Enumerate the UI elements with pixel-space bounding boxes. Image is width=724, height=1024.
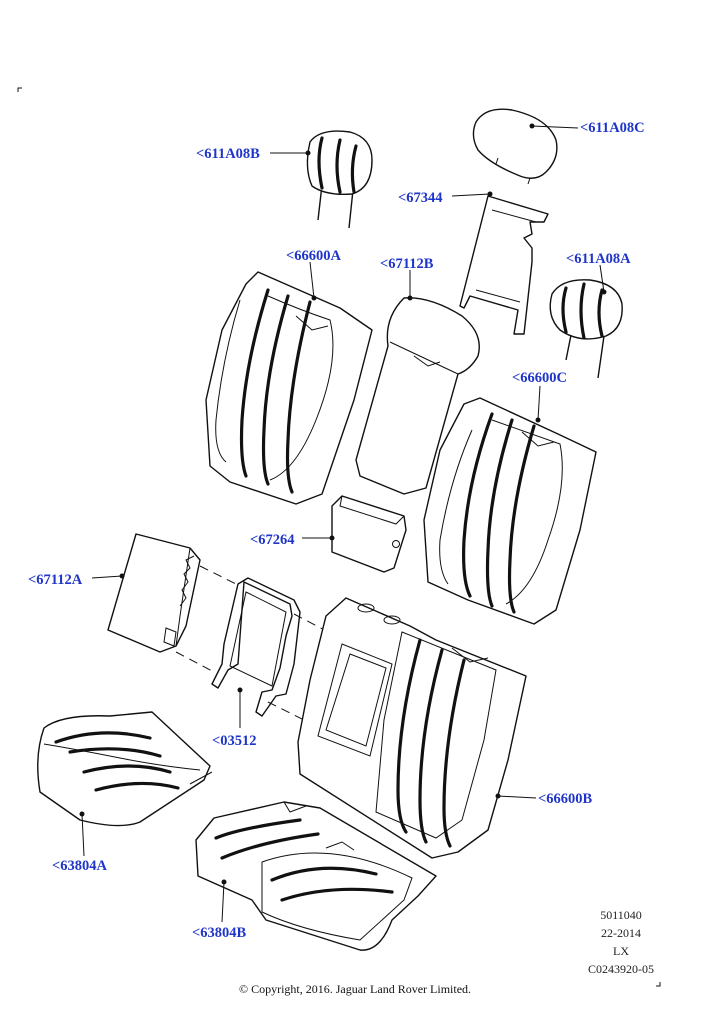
callout-67112B[interactable]: <67112B [380, 256, 434, 272]
seat-back-66600B[interactable] [297, 597, 527, 859]
frame-03512[interactable] [211, 577, 301, 717]
seat-back-66600C[interactable] [423, 397, 597, 625]
assembly-line-1 [199, 565, 241, 587]
cushion-63804A[interactable] [37, 711, 213, 827]
back-panel-67112B[interactable] [355, 297, 480, 495]
assembly-line-4 [267, 701, 305, 721]
callout-63804A[interactable]: <63804A [52, 858, 107, 874]
diagram-illustration-id: C0243920-05 [588, 962, 654, 976]
block-67264[interactable] [331, 495, 407, 573]
assembly-line-3 [293, 613, 337, 637]
callout-67344[interactable]: <67344 [398, 190, 443, 206]
callout-611A08B[interactable]: <611A08B [196, 146, 260, 162]
callout-66600A[interactable]: <66600A [286, 248, 341, 264]
leader-lines [79, 123, 607, 923]
headrest-611A08A[interactable] [549, 279, 623, 379]
crop-mark-bottom-right [656, 982, 661, 987]
diagram-model-code: LX [613, 944, 629, 958]
panel-67344[interactable] [459, 195, 549, 335]
copyright-notice: © Copyright, 2016. Jaguar Land Rover Lim… [238, 982, 472, 996]
module-67112A[interactable] [107, 533, 201, 653]
diagram-metadata: 5011040 22-2014 LX C0243920-05 [588, 906, 654, 978]
callout-66600C[interactable]: <66600C [512, 370, 567, 386]
callout-63804B[interactable]: <63804B [192, 925, 247, 941]
cushion-63804B[interactable] [195, 801, 437, 951]
headrest-611A08B[interactable] [306, 130, 373, 229]
diagram-date-code: 22-2014 [601, 926, 641, 940]
callout-611A08C[interactable]: <611A08C [580, 120, 645, 136]
crop-mark-top-left [17, 87, 22, 92]
callout-67264[interactable]: <67264 [250, 532, 295, 548]
seat-back-66600A[interactable] [205, 271, 373, 505]
callout-67112A[interactable]: <67112A [28, 572, 83, 588]
callout-611A08A[interactable]: <611A08A [566, 251, 631, 267]
callout-03512[interactable]: <03512 [212, 733, 257, 749]
callout-66600B[interactable]: <66600B [538, 791, 593, 807]
diagram-number: 5011040 [600, 908, 642, 922]
assembly-line-2 [175, 651, 215, 673]
headrest-611A08C[interactable] [472, 108, 558, 185]
